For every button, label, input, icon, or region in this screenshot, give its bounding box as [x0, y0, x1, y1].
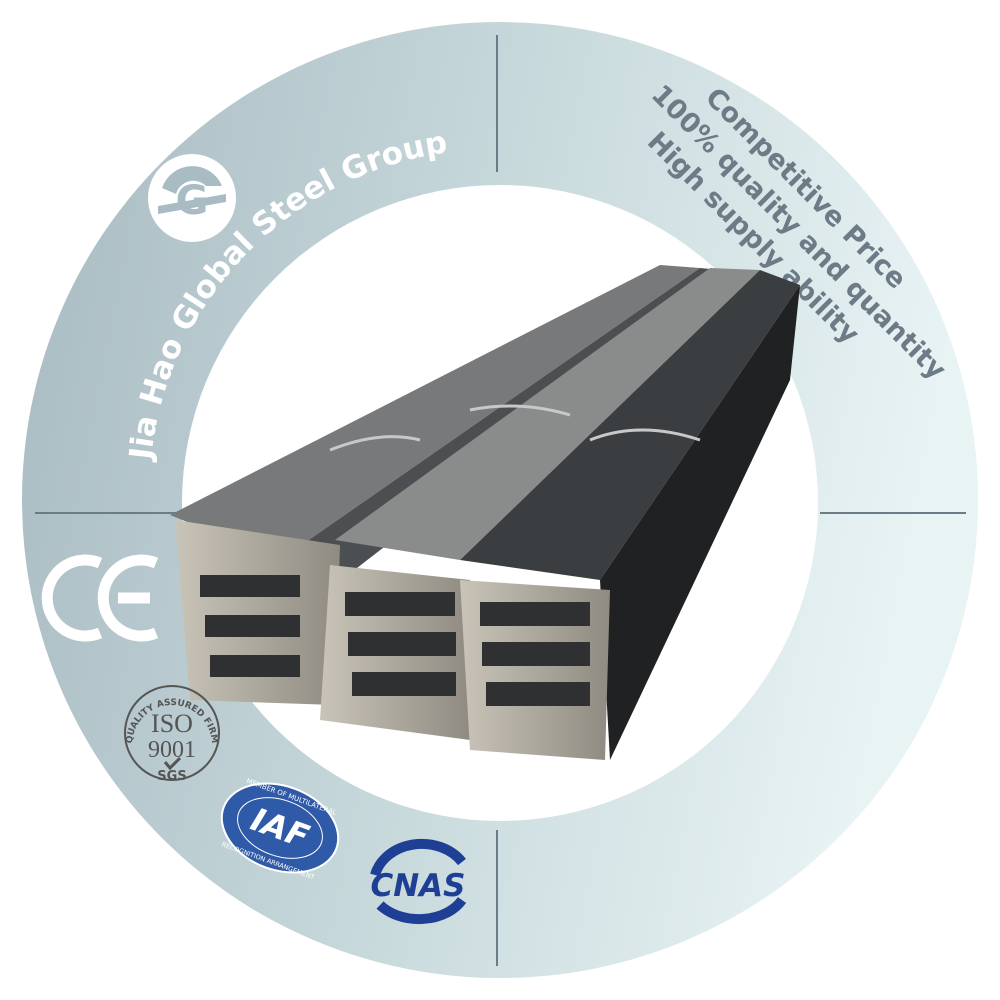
ring-dividers — [35, 35, 966, 966]
iso-badge-line2: 9001 — [148, 737, 196, 763]
cnas-badge: CNAS — [370, 838, 467, 925]
cnas-text: CNAS — [370, 868, 465, 904]
checkmark-icon — [163, 756, 182, 771]
brand-logo-icon: G — [148, 154, 236, 242]
iso-badge-bottom-text: SGS — [157, 769, 186, 784]
steel-h-beams-image — [170, 265, 800, 760]
brand-logo-letter: G — [176, 178, 209, 224]
iso-badge-line1: ISO — [151, 709, 193, 738]
ce-mark-icon — [41, 554, 159, 642]
